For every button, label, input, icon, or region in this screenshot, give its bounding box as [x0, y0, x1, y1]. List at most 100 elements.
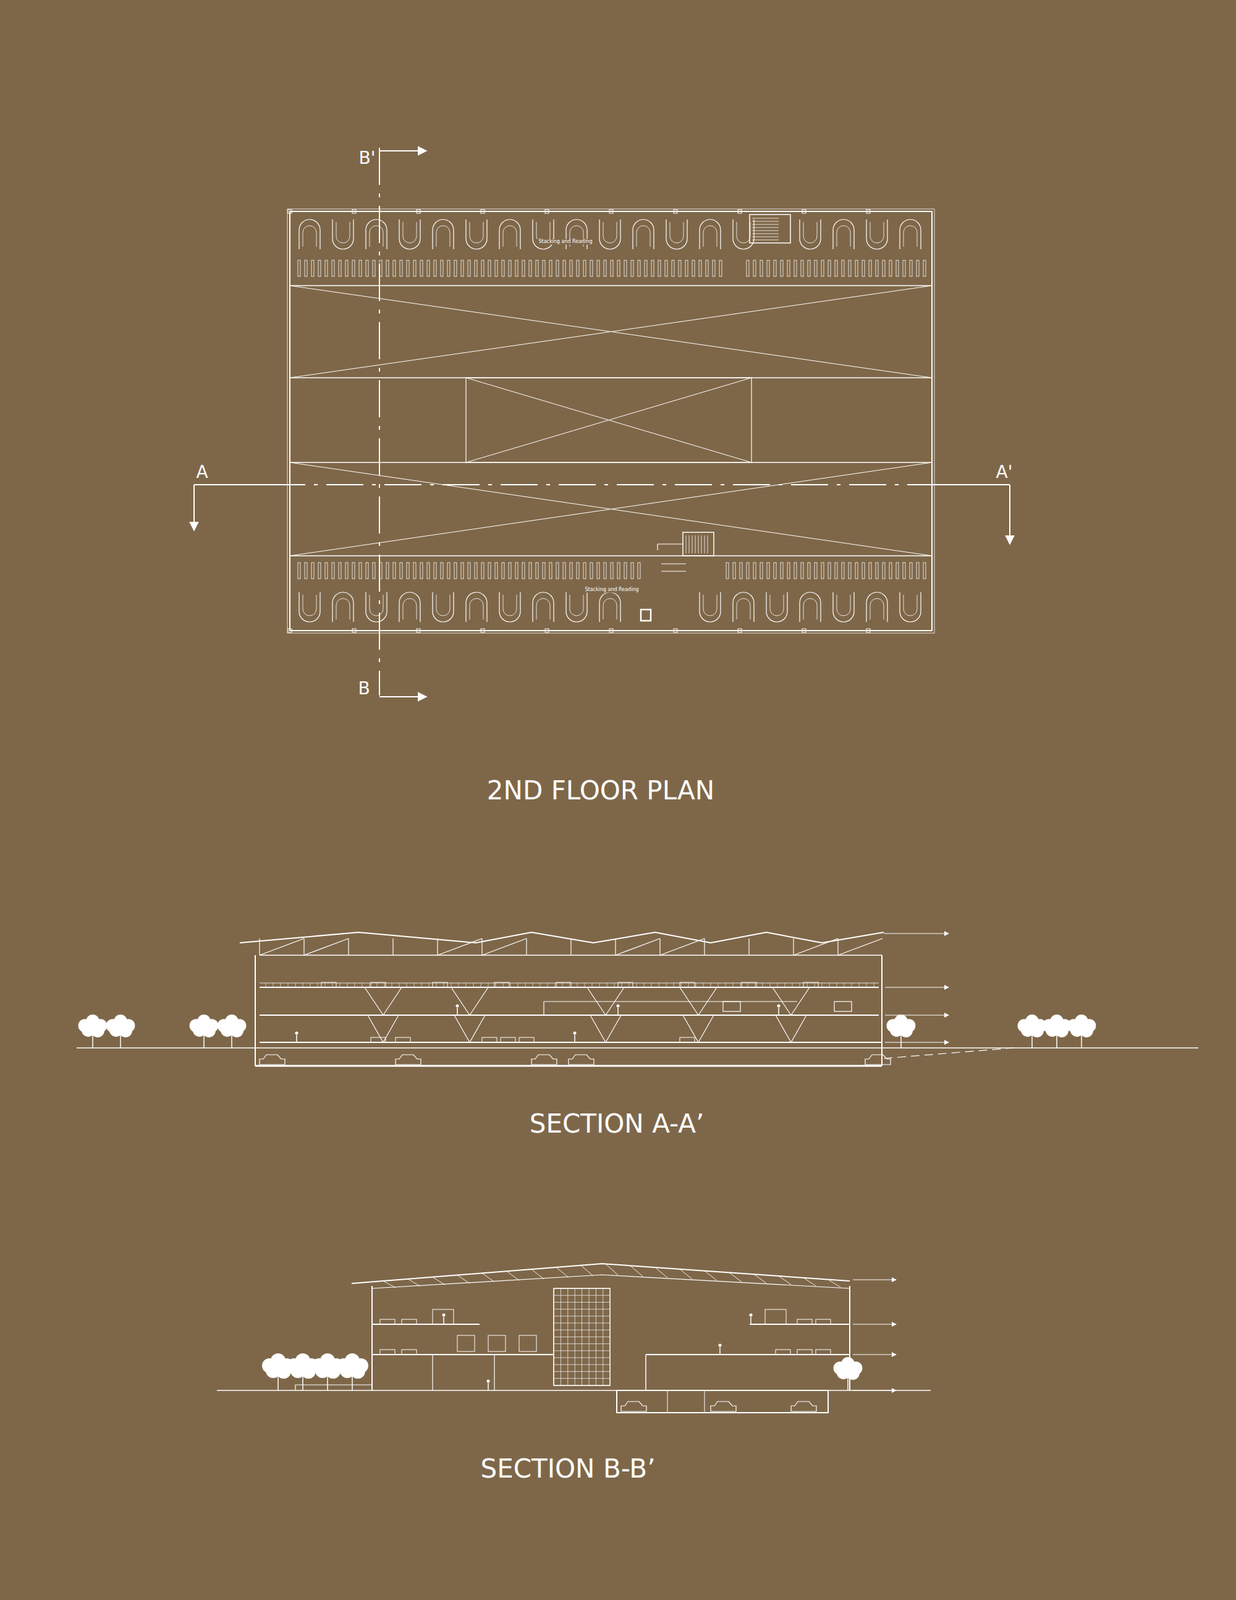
shelf: [461, 260, 464, 277]
railing: [317, 982, 319, 987]
reading-alcove: [402, 221, 417, 243]
glazing-grid: [553, 1294, 610, 1296]
shelf: [508, 562, 512, 579]
truss: [392, 938, 394, 955]
glazing-grid: [553, 1301, 610, 1303]
reading-alcove: [336, 598, 350, 620]
shelf: [501, 260, 505, 277]
shelf: [488, 260, 491, 277]
railing: [784, 982, 786, 987]
section-a: [76, 931, 1199, 1066]
column: [545, 628, 549, 633]
car: [531, 1054, 557, 1065]
car: [710, 1401, 737, 1411]
car: [568, 1054, 594, 1065]
stair-tread: [752, 224, 779, 225]
reading-alcove: [369, 225, 384, 247]
shelf: [902, 562, 906, 579]
drawing-title: SECTION A-A’: [529, 1109, 705, 1138]
reading-alcove: [636, 225, 651, 247]
furniture: [797, 1349, 813, 1355]
reading-alcove: [432, 219, 454, 250]
railing: [651, 982, 652, 987]
reading-alcove: [803, 598, 817, 620]
railing: [532, 982, 534, 987]
shelf: [474, 562, 478, 579]
column: [416, 209, 421, 214]
railing: [643, 982, 645, 987]
railing: [569, 982, 571, 987]
floor-slab: [372, 1353, 554, 1355]
person: [456, 1007, 458, 1015]
railing: [391, 982, 393, 987]
basement-slab: [255, 1064, 882, 1067]
shelf: [807, 562, 811, 579]
truss: [615, 938, 661, 955]
stair-tread: [692, 535, 693, 554]
glazing-grid: [553, 1377, 610, 1379]
railing: [399, 982, 400, 987]
shelf: [814, 260, 817, 277]
shelf: [359, 562, 362, 579]
railing: [503, 982, 504, 987]
shelf: [671, 260, 675, 277]
floor-plan: [194, 147, 1010, 697]
shelf: [549, 260, 552, 277]
reading-alcove: [599, 592, 621, 622]
railing: [658, 982, 660, 987]
shelf: [481, 260, 484, 277]
furniture: [775, 1349, 791, 1355]
railing: [732, 982, 734, 987]
column: [352, 628, 356, 633]
reading-alcove: [766, 592, 788, 622]
glazing-grid: [553, 1349, 610, 1351]
shelf: [902, 260, 906, 277]
truss: [679, 1268, 693, 1279]
column-v: [367, 1014, 399, 1042]
railing: [280, 982, 282, 987]
column: [737, 628, 742, 633]
shelf: [732, 562, 736, 579]
glazing-grid: [553, 1384, 610, 1385]
reading-alcove: [336, 221, 350, 243]
railing: [851, 982, 853, 987]
truss: [838, 938, 883, 955]
furniture: [482, 1037, 497, 1042]
level-marker: [852, 1354, 897, 1355]
shelf: [529, 260, 532, 277]
truss: [525, 938, 527, 955]
shelf: [325, 260, 328, 277]
shelf: [318, 562, 321, 579]
plan-outline: [289, 211, 932, 631]
person: [456, 1004, 460, 1008]
person: [719, 1346, 721, 1355]
truss: [304, 938, 349, 955]
plan-outline: [287, 208, 935, 633]
shelf: [678, 260, 682, 277]
lift: [640, 609, 651, 621]
furniture: [815, 1318, 831, 1324]
shelf: [297, 260, 301, 277]
shelf: [868, 260, 872, 277]
column-v: [775, 1014, 807, 1042]
drawing-line: [465, 377, 752, 463]
railing: [517, 982, 519, 987]
shelf: [535, 260, 539, 277]
car: [395, 1054, 421, 1065]
shelf: [923, 562, 926, 579]
person: [487, 1382, 489, 1390]
railing: [325, 982, 326, 987]
ramp: [883, 1047, 1014, 1059]
stair-tread: [689, 535, 690, 554]
reading-alcove: [532, 219, 554, 250]
shelf: [311, 562, 314, 579]
shelf: [841, 260, 845, 277]
furniture: [797, 1318, 813, 1324]
stair-tread: [685, 535, 687, 554]
column-v: [451, 986, 489, 1015]
shelf: [304, 562, 308, 579]
shelf: [522, 562, 525, 579]
railing: [718, 982, 719, 987]
shelf: [705, 260, 709, 277]
drawing-line: [289, 285, 932, 378]
